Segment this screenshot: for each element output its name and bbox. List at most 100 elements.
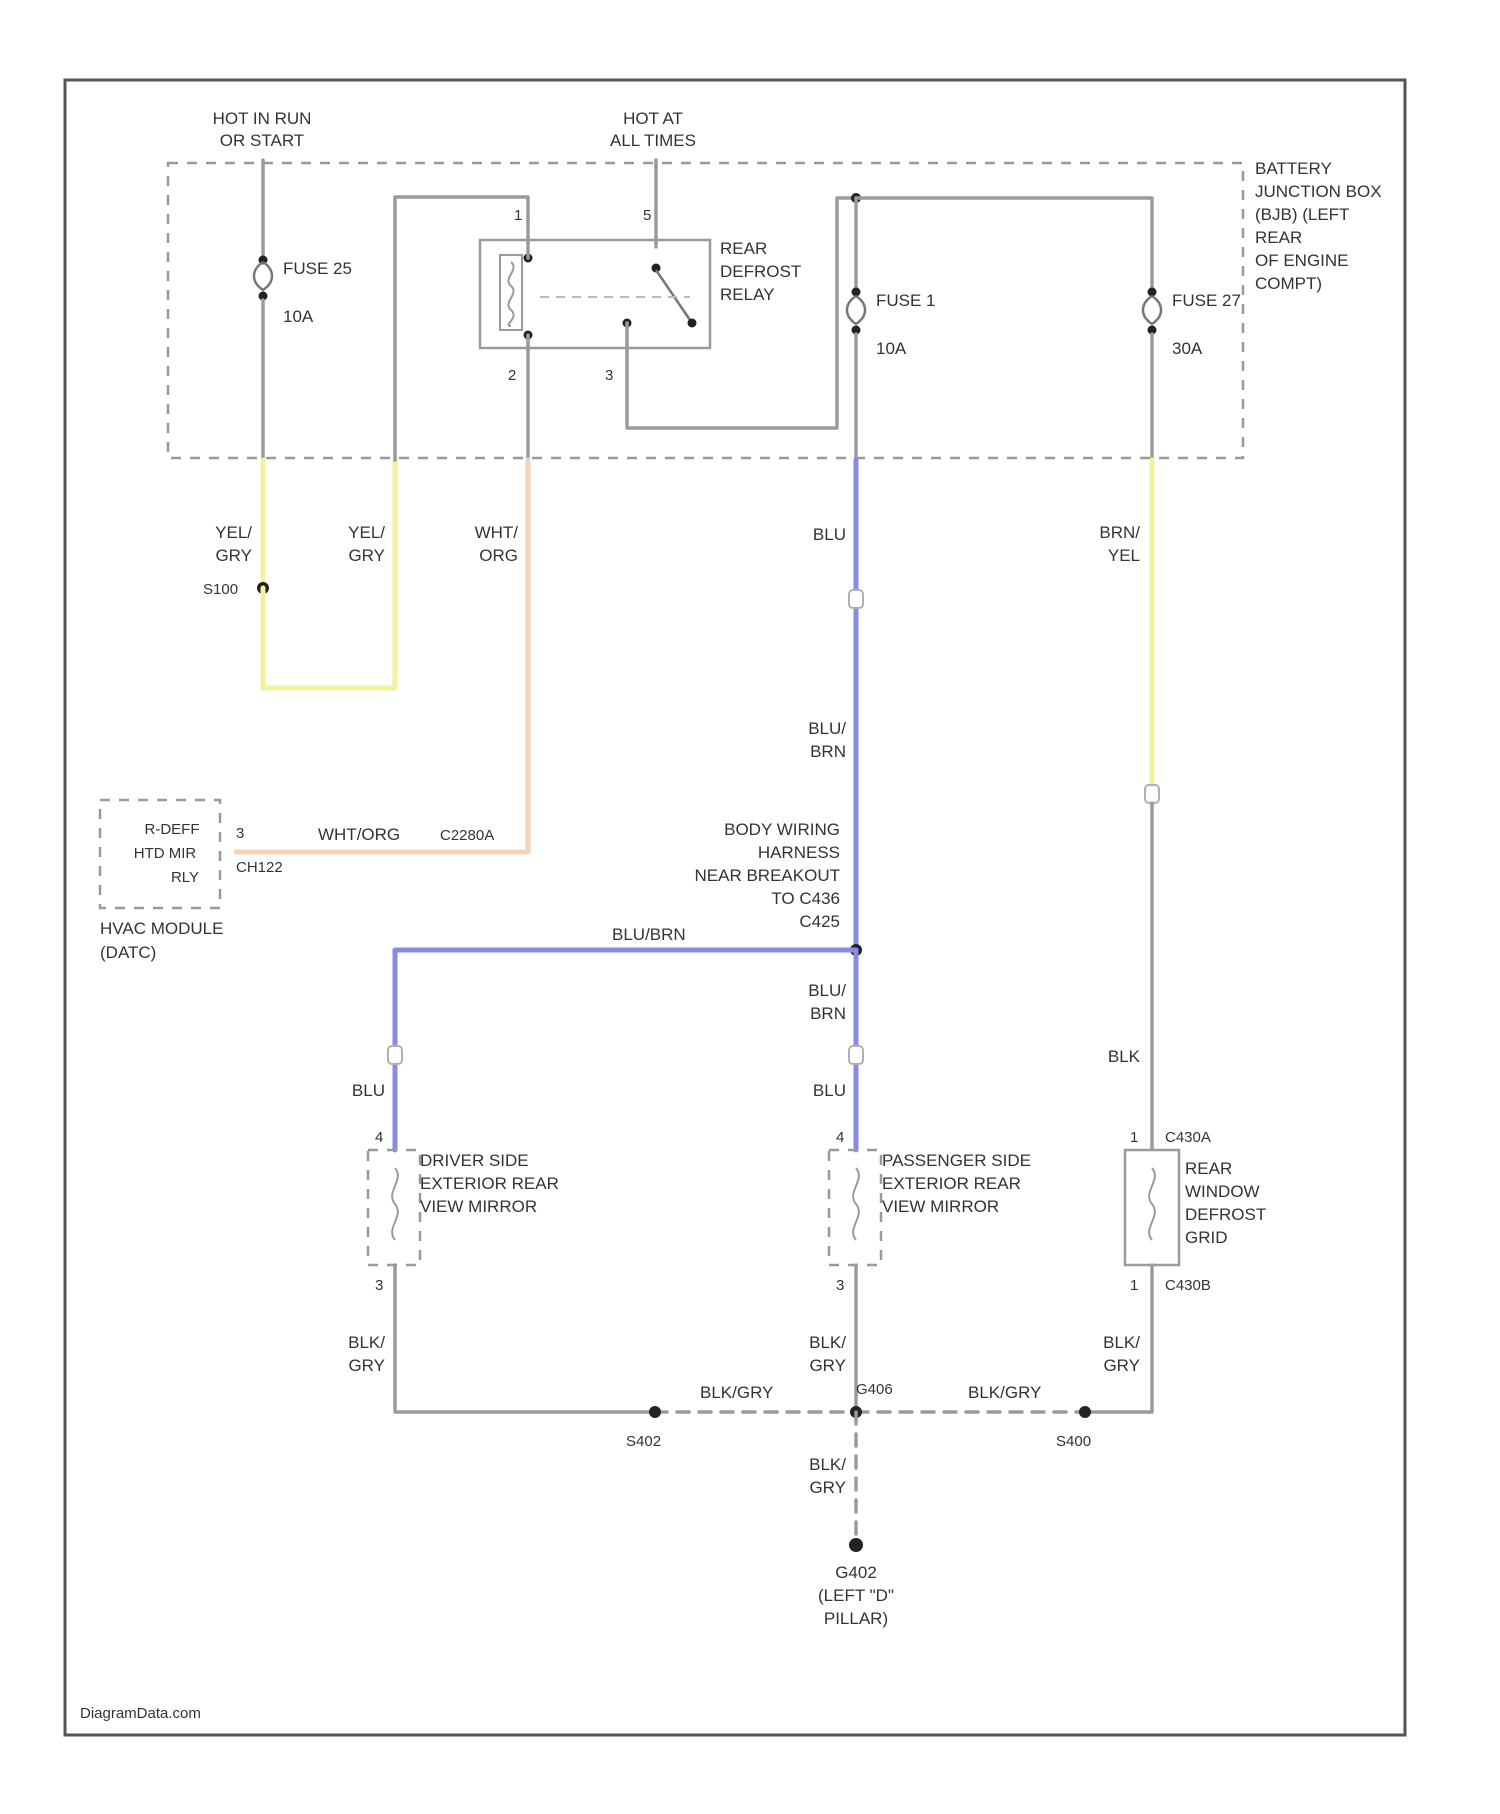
svg-text:TO C436: TO C436 — [771, 889, 840, 908]
wire-label-wht-org-bottom: WHT/ORG — [318, 825, 400, 844]
fuse1-amp-label: 10A — [876, 339, 907, 358]
svg-text:GRY: GRY — [1103, 1356, 1140, 1375]
wire-label-blk-gry-1: BLK/ GRY — [348, 1333, 385, 1375]
wire-blu-brn-horizontal — [395, 950, 856, 1150]
svg-text:COMPT): COMPT) — [1255, 274, 1322, 293]
svg-text:ALL TIMES: ALL TIMES — [610, 131, 696, 150]
svg-text:NEAR BREAKOUT: NEAR BREAKOUT — [695, 866, 840, 885]
ground-g402[interactable] — [849, 1538, 863, 1552]
wire-label-brn-yel: BRN/ YEL — [1099, 523, 1140, 565]
svg-text:R-DEFF: R-DEFF — [145, 821, 200, 838]
svg-text:RLY: RLY — [171, 869, 199, 886]
wire-label-blk-gry-2: BLK/ GRY — [809, 1333, 846, 1375]
wire-label-wht-org: WHT/ ORG — [475, 523, 519, 565]
svg-text:BLK/: BLK/ — [1103, 1333, 1140, 1352]
splice-s400[interactable] — [1079, 1406, 1091, 1418]
rear-defrost-relay[interactable] — [480, 240, 710, 348]
svg-text:BLU/: BLU/ — [808, 719, 846, 738]
inline-connector-right — [1145, 785, 1159, 803]
fuse1-terminal-top — [852, 288, 861, 297]
pass-mirror-heater-element — [853, 1168, 859, 1240]
svg-text:HOT IN RUN: HOT IN RUN — [213, 109, 312, 128]
svg-text:(BJB) (LEFT: (BJB) (LEFT — [1255, 205, 1349, 224]
svg-text:YEL/: YEL/ — [215, 523, 252, 542]
splice-s402[interactable] — [649, 1406, 661, 1418]
svg-text:DEFROST: DEFROST — [1185, 1205, 1266, 1224]
driver-mirror-heater-element — [392, 1168, 398, 1240]
connector-c430b-label: C430B — [1165, 1277, 1211, 1294]
svg-text:PASSENGER SIDE: PASSENGER SIDE — [882, 1151, 1031, 1170]
wire-label-blu-brn-2: BLU/ BRN — [808, 981, 846, 1023]
fuse27-terminal-top — [1148, 288, 1157, 297]
wire-label-blu-brn-1: BLU/ BRN — [808, 719, 846, 761]
wire-label-blu-brn-horizontal: BLU/BRN — [612, 925, 686, 944]
hvac-module-caption: HVAC MODULE (DATC) — [100, 919, 223, 962]
inline-connector-blu — [849, 590, 863, 608]
svg-text:REAR: REAR — [1255, 228, 1302, 247]
fuse27-symbol — [1143, 296, 1161, 324]
wire-label-blk-right: BLK — [1108, 1047, 1141, 1066]
wire-driver-mirror-ground — [395, 1265, 655, 1412]
fuse25-symbol — [254, 262, 272, 290]
svg-text:YEL/: YEL/ — [348, 523, 385, 542]
connector-ch122-label: CH122 — [236, 859, 283, 876]
wire-fuse-bus — [856, 198, 1152, 288]
splice-s402-label: S402 — [626, 1433, 661, 1450]
connector-c2280a-label: C2280A — [440, 827, 494, 844]
svg-text:BRN/: BRN/ — [1099, 523, 1140, 542]
svg-text:GRY: GRY — [348, 1356, 385, 1375]
wire-yel-gry-loop — [263, 460, 395, 688]
wire-label-blu-left: BLU — [352, 1081, 385, 1100]
svg-text:BLK/: BLK/ — [809, 1333, 846, 1352]
passenger-mirror-label: PASSENGER SIDE EXTERIOR REAR VIEW MIRROR — [882, 1151, 1031, 1216]
svg-text:EXTERIOR REAR: EXTERIOR REAR — [420, 1174, 559, 1193]
driver-mirror-pin-4-label: 4 — [375, 1129, 383, 1146]
wire-label-blk-gry-3: BLK/ GRY — [1103, 1333, 1140, 1375]
driver-mirror-pin-3-label: 3 — [375, 1277, 383, 1294]
wire-label-yel-gry-1: YEL/ GRY — [215, 523, 252, 565]
svg-text:RELAY: RELAY — [720, 285, 775, 304]
svg-text:BLK/: BLK/ — [809, 1455, 846, 1474]
svg-text:BATTERY: BATTERY — [1255, 159, 1332, 178]
relay-pin-1-label: 1 — [514, 207, 522, 224]
relay-pin-3-label: 3 — [605, 367, 613, 384]
svg-text:HVAC MODULE: HVAC MODULE — [100, 919, 223, 938]
svg-text:OF ENGINE: OF ENGINE — [1255, 251, 1349, 270]
svg-text:GRY: GRY — [809, 1478, 846, 1497]
fuse1-symbol — [847, 296, 865, 324]
fuse27-label: FUSE 27 — [1172, 291, 1241, 310]
inline-connector-left — [388, 1046, 402, 1064]
defrost-grid-pin-1-bottom-label: 1 — [1130, 1277, 1138, 1294]
svg-text:DEFROST: DEFROST — [720, 262, 801, 281]
wire-label-blk-gry-down: BLK/ GRY — [809, 1455, 846, 1497]
wire-wht-org — [236, 460, 528, 852]
svg-text:VIEW MIRROR: VIEW MIRROR — [882, 1197, 999, 1216]
fuse1-label: FUSE 1 — [876, 291, 936, 310]
svg-text:HARNESS: HARNESS — [758, 843, 840, 862]
defrost-grid-pin-1-label: 1 — [1130, 1129, 1138, 1146]
battery-junction-box-label: BATTERY JUNCTION BOX (BJB) (LEFT REAR OF… — [1255, 159, 1382, 293]
svg-text:WHT/: WHT/ — [475, 523, 519, 542]
passenger-side-mirror[interactable] — [829, 1150, 881, 1265]
svg-text:GRY: GRY — [348, 546, 385, 565]
svg-text:BRN: BRN — [810, 742, 846, 761]
svg-text:ORG: ORG — [479, 546, 518, 565]
fuse25-label: FUSE 25 — [283, 259, 352, 278]
svg-text:REAR: REAR — [1185, 1159, 1232, 1178]
relay-pin-5-label: 5 — [643, 207, 651, 224]
watermark-text: DiagramData.com — [80, 1705, 201, 1722]
hvac-module-function-label: R-DEFF HTD MIR RLY — [134, 821, 200, 886]
svg-text:GRY: GRY — [809, 1356, 846, 1375]
hvac-pin-label: 3 — [236, 825, 244, 842]
hot-in-run-label: HOT IN RUN OR START — [213, 109, 312, 150]
rear-window-defrost-grid[interactable] — [1125, 1150, 1179, 1265]
hot-at-all-times-label: HOT AT ALL TIMES — [610, 109, 696, 150]
svg-text:BLU/: BLU/ — [808, 981, 846, 1000]
svg-text:YEL: YEL — [1108, 546, 1140, 565]
rear-defrost-grid-label: REAR WINDOW DEFROST GRID — [1185, 1159, 1266, 1247]
svg-text:(DATC): (DATC) — [100, 943, 156, 962]
svg-text:BLK/: BLK/ — [348, 1333, 385, 1352]
pass-mirror-pin-4-label: 4 — [836, 1129, 844, 1146]
driver-side-mirror[interactable] — [368, 1150, 420, 1265]
